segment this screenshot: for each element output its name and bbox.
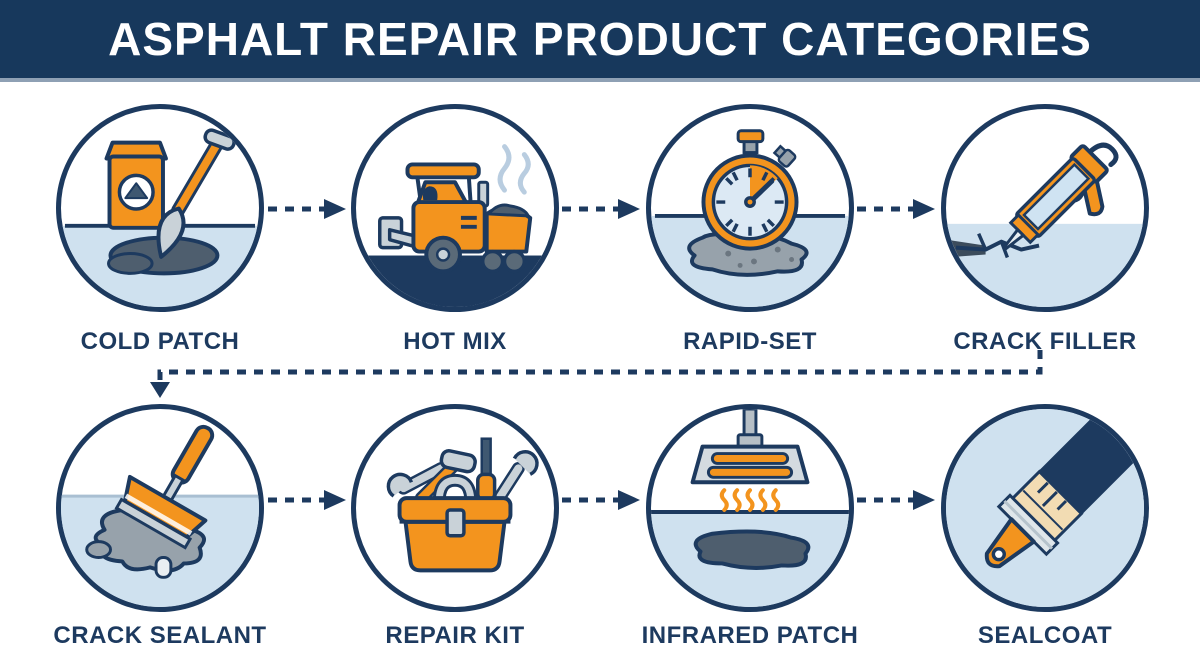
sealcoat-circle <box>941 404 1149 612</box>
infrared-patch-circle <box>646 404 854 612</box>
rapid-set-circle <box>646 104 854 312</box>
stopwatch-on-patch-icon <box>651 129 849 307</box>
hot-mix-circle <box>351 104 559 312</box>
crack-sealant-label: CRACK SEALANT <box>53 622 267 649</box>
squeegee-sealant-icon <box>61 424 259 607</box>
bag-and-shovel-icon <box>61 128 259 307</box>
repair-kit-label: REPAIR KIT <box>385 622 525 649</box>
rapid-set-label: RAPID-SET <box>683 328 817 355</box>
crack-filler-circle <box>941 104 1149 312</box>
cold-patch-circle <box>56 104 264 312</box>
infrared-patch-label: INFRARED PATCH <box>641 622 859 649</box>
caulk-gun-icon <box>946 142 1144 307</box>
arrow-hot-mix-to-rapid-set <box>562 199 640 219</box>
crack-filler-label: CRACK FILLER <box>953 328 1137 355</box>
arrow-crack-filler-to-crack-sealant <box>150 350 1043 398</box>
crack-sealant-circle <box>56 404 264 612</box>
toolbox-icon <box>386 437 539 573</box>
arrow-crack-sealant-to-repair-kit <box>268 490 346 510</box>
hot-mix-label: HOT MIX <box>403 328 507 355</box>
header-bar: ASPHALT REPAIR PRODUCT CATEGORIES <box>0 0 1200 82</box>
sealcoat-label: SEALCOAT <box>977 622 1113 649</box>
arrow-infrared-patch-to-sealcoat <box>857 490 935 510</box>
cold-patch-label: COLD PATCH <box>80 328 240 355</box>
repair-kit-circle <box>351 404 559 612</box>
infrared-heater-icon <box>651 409 849 607</box>
arrow-repair-kit-to-infrared-patch <box>562 490 640 510</box>
paintbrush-icon <box>946 409 1144 607</box>
arrow-cold-patch-to-hot-mix <box>268 199 346 219</box>
paver-machine-icon <box>356 144 554 307</box>
arrow-rapid-set-to-crack-filler <box>857 199 935 219</box>
page-title: ASPHALT REPAIR PRODUCT CATEGORIES <box>108 13 1092 65</box>
